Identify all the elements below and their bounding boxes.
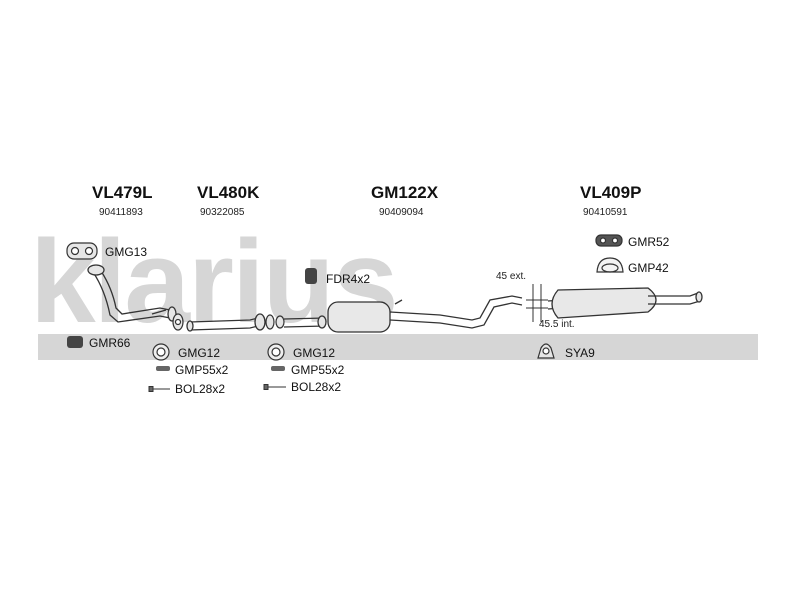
section-ref-gm122x: 90409094 [379,207,424,218]
part-label-gmg12: GMG12 [178,346,221,360]
spring-gmp55x2-icon [271,366,285,371]
part-label-fdr4x2: FDR4x2 [326,272,371,286]
section-code-vl479l: VL479L [92,183,153,202]
watermark-underline [38,334,758,360]
flange-joint-2 [265,314,285,330]
part-label-bol28x2: BOL28x2 [291,380,342,394]
bracket-fdr4x2-icon [305,268,317,284]
ring-gmg12-icon [152,343,170,361]
section-code-gm122x: GM122X [371,183,439,202]
section-ref-vl480k: 90322085 [200,207,245,218]
part-label-sya9: SYA9 [565,346,595,360]
spring-gmp55x2-icon [156,366,170,371]
flange-joint-1 [172,313,184,331]
note-int: 45.5 int. [539,319,575,330]
rear-silencer-vl409p [547,287,703,319]
part-label-gmg13: GMG13 [105,245,148,259]
part-label-bol28x2: BOL28x2 [175,382,226,396]
bolt-bol28x2-icon [263,384,286,390]
gasket-gmg13-icon [66,242,98,260]
part-label-gmr52: GMR52 [628,235,670,249]
watermark: klarius [30,216,758,360]
rubber-mount-gmr52-icon [595,234,623,247]
section-code-vl480k: VL480K [197,183,260,202]
part-label-gmp42: GMP42 [628,261,669,275]
part-label-gmr66: GMR66 [89,336,131,350]
gasket-gmp42-icon [596,257,624,273]
section-ref-vl409p: 90410591 [583,207,628,218]
bolt-bol28x2-icon [148,386,170,392]
section-code-vl409p: VL409P [580,183,642,202]
middle-silencer-gm122x [283,295,523,333]
part-label-gmp55x2: GMP55x2 [291,363,345,377]
note-ext: 45 ext. [496,271,527,282]
rubber-mount-gmr66-icon [67,336,83,348]
joint-dimension-marks [526,284,548,322]
intermediate-pipe-vl480k [186,313,266,332]
part-label-gmg12: GMG12 [293,346,336,360]
ring-gmg12-icon [267,343,285,361]
part-label-gmp55x2: GMP55x2 [175,363,229,377]
section-ref-vl479l: 90411893 [99,207,143,218]
clamp-sya9-icon [537,343,555,359]
